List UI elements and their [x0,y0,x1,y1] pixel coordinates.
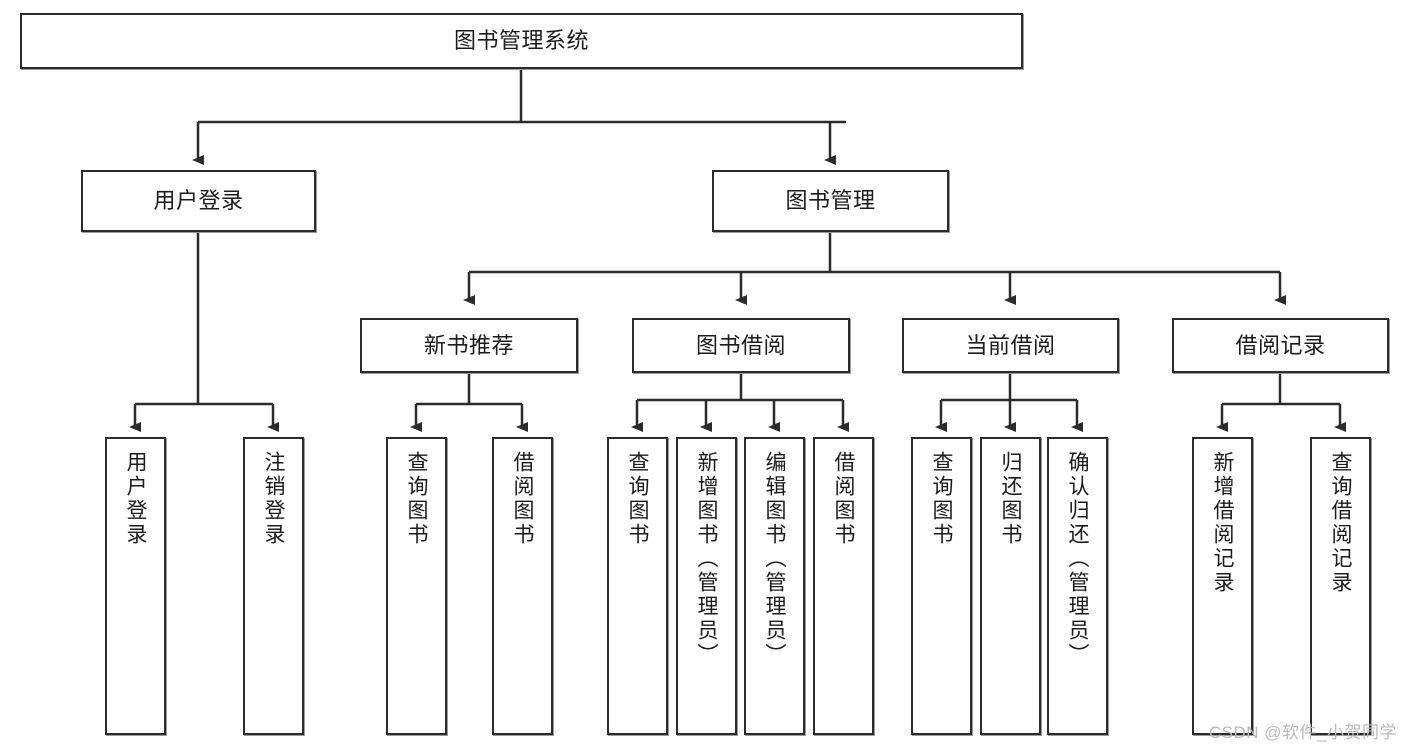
leaf-current-borrow-return[interactable]: 归还图书 [980,437,1041,735]
leaf-borrow-book-borrow[interactable]: 借阅图书 [813,437,874,735]
node-label: 图书管理 [785,188,876,214]
leaf-borrow-book-query[interactable]: 查询图书 [607,437,668,735]
node-current-borrow[interactable]: 当前借阅 [902,318,1119,373]
node-label: 用户登录 [124,451,147,547]
node-label: 借阅图书 [832,451,855,547]
node-book-management[interactable]: 图书管理 [712,170,949,232]
node-label: 当前借阅 [965,332,1056,358]
node-label: 图书管理系统 [453,28,589,54]
node-label: 查询图书 [626,451,649,547]
leaf-user-login-login[interactable]: 用户登录 [105,437,166,735]
node-user-login[interactable]: 用户登录 [81,170,316,232]
node-label: 确认归还（管理员） [1066,451,1089,667]
node-label: 借阅记录 [1235,332,1326,358]
node-label: 新增借阅记录 [1211,451,1234,595]
leaf-borrow-record-query[interactable]: 查询借阅记录 [1310,437,1371,735]
node-label: 注销登录 [262,451,285,547]
node-label: 编辑图书（管理员） [763,451,786,667]
node-label: 用户登录 [153,188,244,214]
watermark: CSDN @软件_小贺同学 [1208,723,1397,742]
node-label: 借阅图书 [511,451,534,547]
node-label: 查询借阅记录 [1329,451,1352,595]
leaf-new-book-query[interactable]: 查询图书 [386,437,447,735]
node-new-book-recommend[interactable]: 新书推荐 [360,318,578,373]
node-label: 查询图书 [405,451,428,547]
node-label: 归还图书 [999,451,1022,547]
node-label: 查询图书 [930,451,953,547]
leaf-borrow-book-add[interactable]: 新增图书（管理员） [676,437,737,735]
node-borrow-record[interactable]: 借阅记录 [1172,318,1389,373]
leaf-user-login-logout[interactable]: 注销登录 [243,437,304,735]
leaf-new-book-borrow[interactable]: 借阅图书 [492,437,553,735]
leaf-current-borrow-confirm-return[interactable]: 确认归还（管理员） [1047,437,1108,735]
node-label: 新书推荐 [423,332,514,358]
leaf-borrow-book-edit[interactable]: 编辑图书（管理员） [744,437,805,735]
leaf-borrow-record-add[interactable]: 新增借阅记录 [1192,437,1253,735]
leaf-current-borrow-query[interactable]: 查询图书 [911,437,972,735]
node-label: 图书借阅 [695,332,786,358]
node-label: 新增图书（管理员） [695,451,718,667]
node-book-borrow[interactable]: 图书借阅 [632,318,850,373]
node-root-system[interactable]: 图书管理系统 [20,13,1023,69]
